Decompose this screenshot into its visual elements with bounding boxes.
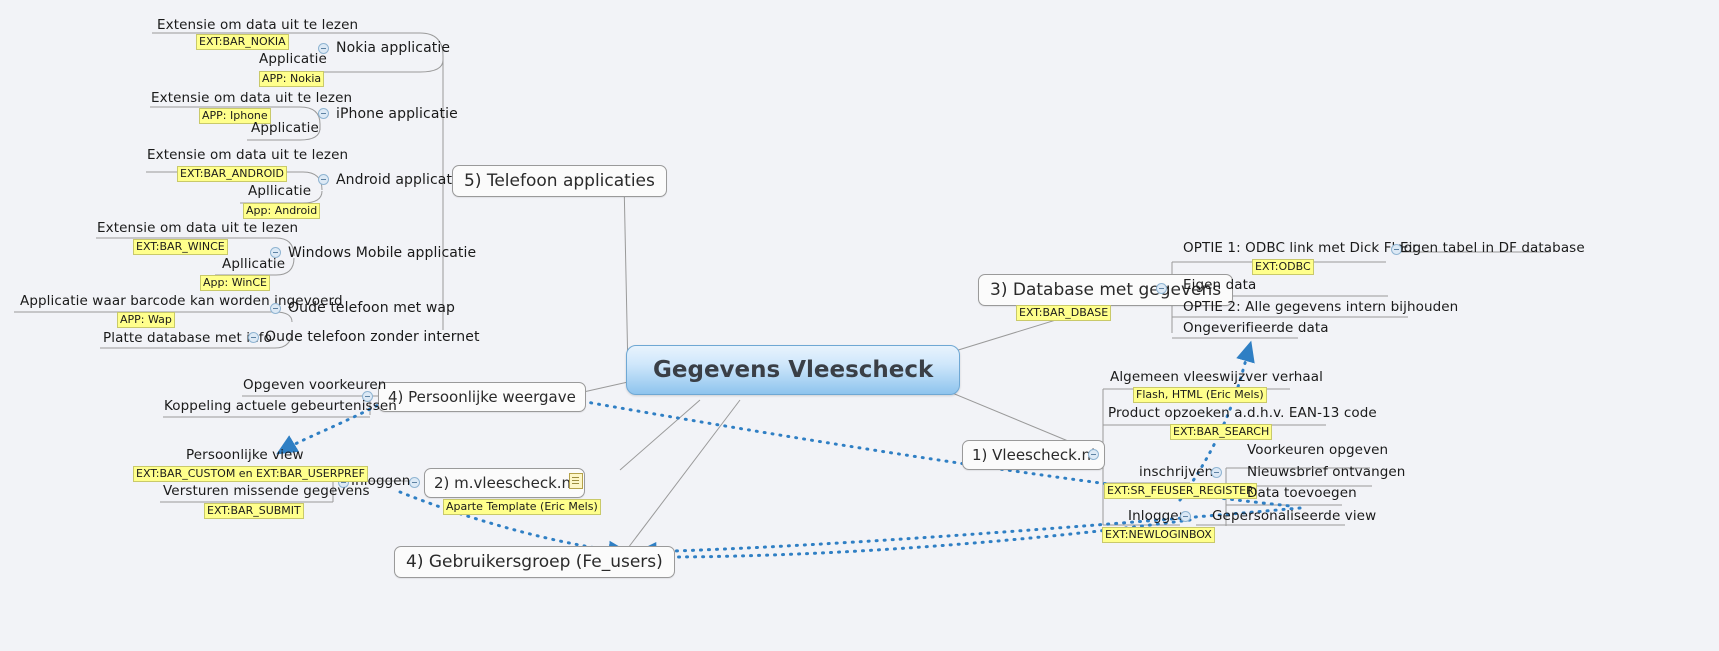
leaf-wince-extension[interactable]: Extensie om data uit te lezen xyxy=(97,220,299,236)
tag-ext-newloginbox[interactable]: EXT:NEWLOGINBOX xyxy=(1102,527,1215,543)
leaf-optie-1-odbc[interactable]: OPTIE 1: ODBC link met Dick Floor xyxy=(1183,240,1418,256)
leaf-optie-2-intern[interactable]: OPTIE 2: Alle gegevens intern bijhouden xyxy=(1183,299,1459,315)
tag-aparte-template[interactable]: Aparte Template (Eric Mels) xyxy=(443,499,601,515)
leaf-koppeling-gebeurtenissen[interactable]: Koppeling actuele gebeurtenissen xyxy=(164,398,397,414)
leaf-nokia-application[interactable]: Applicatie xyxy=(259,51,327,67)
leaf-platte-database[interactable]: Platte database met info xyxy=(103,330,272,346)
leaf-gepersonaliseerde-view[interactable]: Gepersonaliseerde view xyxy=(1212,508,1377,524)
tag-app-iphone[interactable]: APP: Iphone xyxy=(199,108,271,124)
tag-ext-sr-feuser-register[interactable]: EXT:SR_FEUSER_REGISTER xyxy=(1104,483,1257,499)
leaf-voorkeuren-opgeven[interactable]: Voorkeuren opgeven xyxy=(1247,442,1389,458)
node-m-vleescheck-nl[interactable]: 2) m.vleescheck.nl xyxy=(424,468,586,498)
leaf-iphone-application[interactable]: Applicatie xyxy=(251,120,319,136)
toggle-oude-telefoon-wap[interactable] xyxy=(270,303,281,314)
leaf-nokia-extension[interactable]: Extensie om data uit te lezen xyxy=(157,17,359,33)
leaf-persoonlijke-view[interactable]: Persoonlijke view xyxy=(186,447,304,463)
toggle-inschrijven[interactable] xyxy=(1211,467,1222,478)
leaf-eigen-tabel-df[interactable]: Eigen tabel in DF database xyxy=(1400,240,1585,256)
leaf-eigen-data[interactable]: Eigen data xyxy=(1183,277,1257,293)
tag-ext-bar-search[interactable]: EXT:BAR_SEARCH xyxy=(1170,424,1273,440)
leaf-ongeverifieerde-data[interactable]: Ongeverifieerde data xyxy=(1183,320,1329,336)
leaf-inschrijven[interactable]: inschrijven xyxy=(1139,464,1214,480)
node-vleescheck-nl[interactable]: 1) Vleescheck.nl xyxy=(962,440,1106,470)
leaf-iphone-extension[interactable]: Extensie om data uit te lezen xyxy=(151,90,353,106)
toggle-m-vleescheck[interactable] xyxy=(409,477,420,488)
tag-ext-bar-dbase[interactable]: EXT:BAR_DBASE xyxy=(1016,305,1112,321)
leaf-android-application[interactable]: Apllicatie xyxy=(248,183,312,199)
tag-ext-bar-nokia[interactable]: EXT:BAR_NOKIA xyxy=(196,34,289,50)
toggle-wince-applicatie[interactable] xyxy=(270,247,281,258)
toggle-android-applicatie[interactable] xyxy=(318,174,329,185)
node-gebruikersgroep[interactable]: 4) Gebruikersgroep (Fe_users) xyxy=(394,546,675,578)
leaf-wince-application[interactable]: Apllicatie xyxy=(222,256,286,272)
node-iphone-applicatie[interactable]: iPhone applicatie xyxy=(336,106,458,122)
toggle-oude-telefoon-zonder-internet[interactable] xyxy=(248,332,259,343)
tag-app-wap[interactable]: APP: Wap xyxy=(117,312,175,328)
tag-app-android[interactable]: App: Android xyxy=(243,203,321,219)
tag-ext-bar-wince[interactable]: EXT:BAR_WINCE xyxy=(133,239,228,255)
leaf-wap-application[interactable]: Applicatie waar barcode kan worden ingev… xyxy=(20,293,343,309)
note-icon xyxy=(569,473,583,489)
node-windows-mobile-applicatie[interactable]: Windows Mobile applicatie xyxy=(288,245,477,261)
node-oude-telefoon-zonder-internet[interactable]: Oude telefoon zonder internet xyxy=(265,329,480,345)
tag-app-nokia[interactable]: APP: Nokia xyxy=(259,71,325,87)
tag-ext-bar-android[interactable]: EXT:BAR_ANDROID xyxy=(177,166,287,182)
node-nokia-applicatie[interactable]: Nokia applicatie xyxy=(336,40,451,56)
node-telefoon-applicaties[interactable]: 5) Telefoon applicaties xyxy=(452,165,667,197)
tag-app-wince[interactable]: App: WinCE xyxy=(200,275,270,291)
tag-ext-bar-submit[interactable]: EXT:BAR_SUBMIT xyxy=(204,503,304,519)
leaf-android-extension[interactable]: Extensie om data uit te lezen xyxy=(147,147,349,163)
tag-flash-html-eric-mels[interactable]: Flash, HTML (Eric Mels) xyxy=(1133,387,1267,403)
toggle-database[interactable] xyxy=(1156,283,1167,294)
tag-ext-odbc[interactable]: EXT:ODBC xyxy=(1252,259,1314,275)
toggle-optie-1-odbc[interactable] xyxy=(1391,244,1402,255)
root-node[interactable]: Gegevens Vleescheck xyxy=(626,345,961,395)
node-android-applicatie[interactable]: Android applicatie xyxy=(336,172,465,188)
leaf-data-toevoegen[interactable]: Data toevoegen xyxy=(1247,485,1357,501)
toggle-iphone-applicatie[interactable] xyxy=(318,108,329,119)
node-persoonlijke-weergave[interactable]: 4) Persoonlijke weergave xyxy=(378,382,586,412)
toggle-inloggen-vleescheck[interactable] xyxy=(1180,511,1191,522)
leaf-versturen-missende-gegevens[interactable]: Versturen missende gegevens xyxy=(163,483,370,499)
toggle-persoonlijke-weergave[interactable] xyxy=(362,391,373,402)
leaf-algemeen-verhaal[interactable]: Algemeen vleeswijzver verhaal xyxy=(1110,369,1323,385)
leaf-nieuwsbrief-ontvangen[interactable]: Nieuwsbrief ontvangen xyxy=(1247,464,1406,480)
node-database-met-gegevens[interactable]: 3) Database met gegevens xyxy=(978,274,1234,306)
leaf-opgeven-voorkeuren[interactable]: Opgeven voorkeuren xyxy=(243,377,387,393)
leaf-inloggen-vleescheck[interactable]: Inloggen xyxy=(1128,508,1188,524)
leaf-product-opzoeken[interactable]: Product opzoeken a.d.h.v. EAN-13 code xyxy=(1108,405,1377,421)
toggle-nokia-applicatie[interactable] xyxy=(318,43,329,54)
toggle-vleescheck-nl[interactable] xyxy=(1088,449,1099,460)
node-oude-telefoon-met-wap[interactable]: Oude telefoon met wap xyxy=(288,300,456,316)
tag-ext-bar-custom-userpref[interactable]: EXT:BAR_CUSTOM en EXT:BAR_USERPREF xyxy=(133,466,368,482)
